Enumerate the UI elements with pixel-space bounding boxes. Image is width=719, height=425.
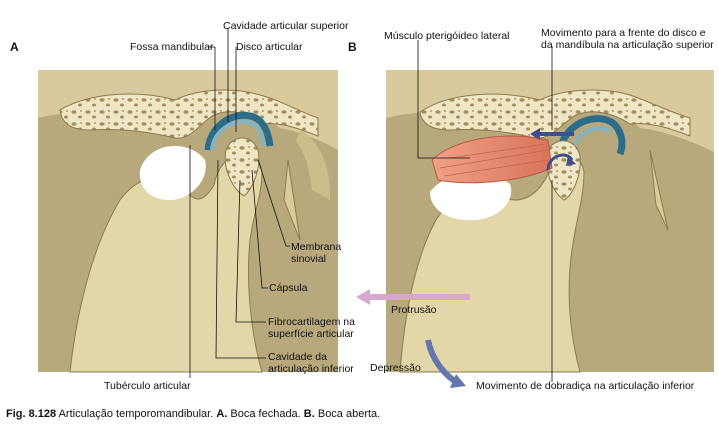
- panel-b: [386, 70, 714, 372]
- label-cavidade-inferior-line2: articulação inferior: [268, 363, 354, 375]
- label-movimento-line2: da mandíbula na articulação superior: [541, 39, 714, 51]
- caption-fig-number: Fig. 8.128: [6, 408, 56, 420]
- label-membrana-sinovial: Membrana sinovial: [291, 241, 341, 265]
- figure-caption: Fig. 8.128 Articulação temporomandibular…: [6, 408, 380, 420]
- label-capsula: Cápsula: [269, 282, 308, 294]
- caption-b-text: Boca aberta.: [315, 408, 380, 420]
- label-movimento-dobradica: Movimento de dobradiça na articulação in…: [476, 380, 694, 392]
- label-cavidade-inferior-line1: Cavidade da: [268, 351, 354, 363]
- label-protrusao: Protrusão: [391, 304, 437, 316]
- caption-text: Articulação temporomandibular.: [56, 408, 216, 420]
- label-tuberculo-articular: Tubérculo articular: [104, 380, 191, 392]
- caption-a-text: Boca fechada.: [227, 408, 303, 420]
- label-musculo-pterigoideo-lateral: Músculo pterigóideo lateral: [384, 30, 510, 42]
- label-fossa-mandibular: Fossa mandibular: [130, 41, 213, 53]
- label-membrana-line2: sinovial: [291, 253, 341, 265]
- label-cavidade-articular-superior: Cavidade articular superior: [223, 20, 348, 32]
- label-cavidade-articulacao-inferior: Cavidade da articulação inferior: [268, 351, 354, 375]
- label-disco-articular: Disco articular: [236, 41, 303, 53]
- label-membrana-line1: Membrana: [291, 241, 341, 253]
- label-fibro-line2: superfície articular: [268, 328, 355, 340]
- label-movimento-line1: Movimento para a frente do disco e: [541, 27, 714, 39]
- label-movimento-frente: Movimento para a frente do disco e da ma…: [541, 27, 714, 51]
- label-fibro-line1: Fibrocartilagem na: [268, 316, 355, 328]
- label-depressao: Depressão: [370, 362, 421, 374]
- caption-a: A.: [216, 408, 227, 420]
- label-fibrocartilagem: Fibrocartilagem na superfície articular: [268, 316, 355, 340]
- caption-b: B.: [304, 408, 315, 420]
